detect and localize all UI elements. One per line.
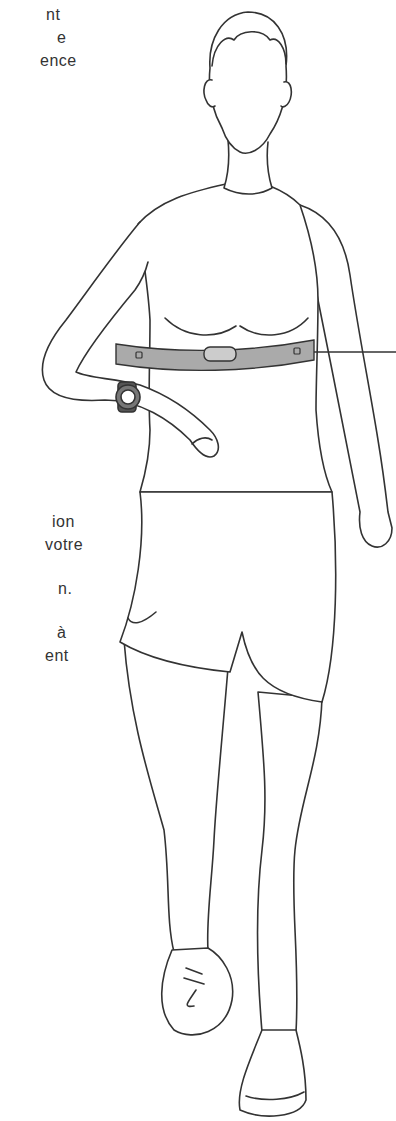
shoe-laces	[184, 968, 204, 1006]
text-fragment: ence	[40, 50, 77, 72]
shorts	[120, 492, 336, 702]
head	[210, 12, 287, 153]
text-fragment: ion	[52, 511, 75, 533]
right-ear	[281, 82, 291, 107]
chest-line	[240, 318, 308, 335]
leader-line	[314, 351, 396, 352]
text-fragment: nt	[46, 4, 60, 26]
watch-face	[116, 385, 140, 409]
left-arm	[42, 222, 218, 457]
text-fragment: ent	[45, 645, 69, 667]
torso	[138, 184, 332, 492]
text-fragment: e	[57, 27, 66, 49]
shorts-swoosh	[128, 612, 156, 623]
strap-pod	[204, 347, 236, 361]
shoe-detail	[246, 1092, 304, 1099]
right-leg	[258, 692, 323, 1032]
hair-line	[212, 32, 286, 66]
left-leg	[124, 640, 228, 952]
strap-clip	[136, 352, 142, 358]
chest-line	[165, 318, 236, 335]
text-fragment: votre	[45, 534, 83, 556]
text-fragment: à	[57, 622, 66, 644]
chest-strap	[116, 340, 314, 370]
hand	[192, 438, 212, 444]
watch-screen	[121, 390, 135, 404]
left-ear	[204, 80, 215, 107]
left-shoe	[162, 948, 233, 1035]
strap-clip	[294, 348, 300, 354]
text-fragment: n.	[58, 578, 72, 600]
right-shoe	[239, 1030, 306, 1116]
